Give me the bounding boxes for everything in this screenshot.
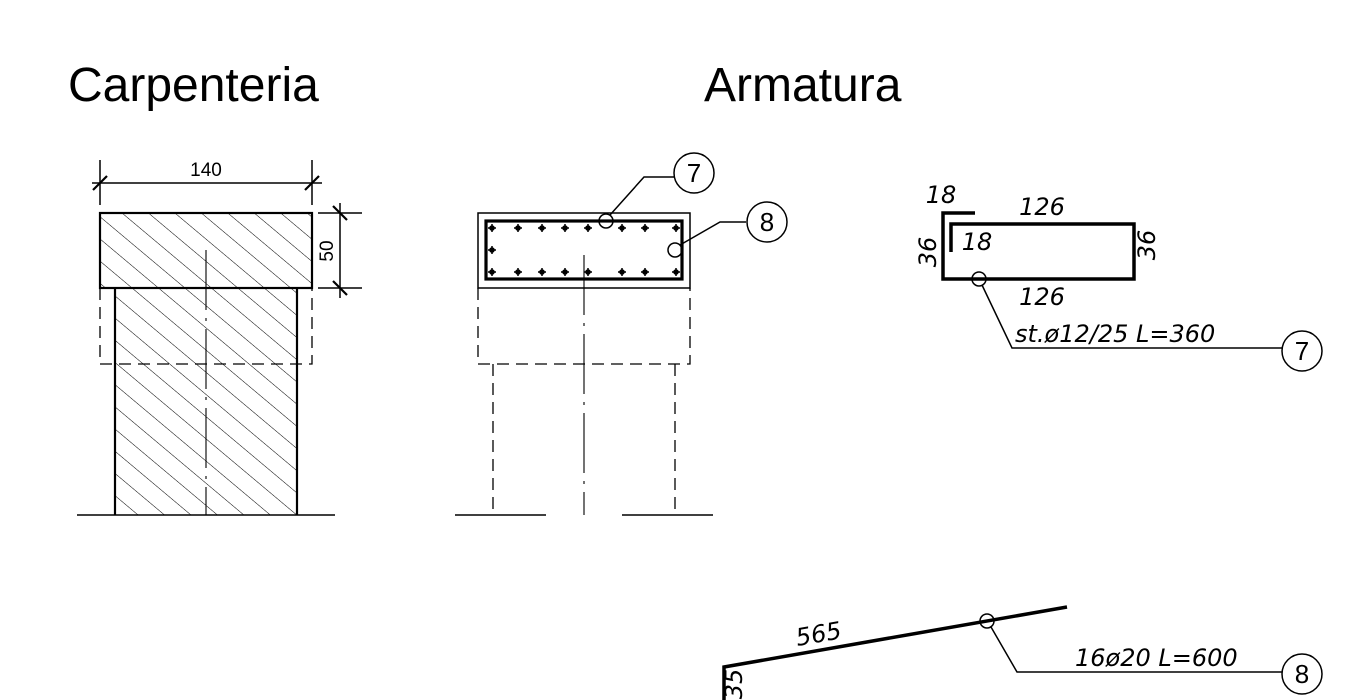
dim-tick <box>92 175 108 191</box>
bar-leader-line <box>679 221 746 246</box>
bar-leader-anchor <box>667 242 683 258</box>
height-dim-label: 50 <box>317 240 338 261</box>
stirrup-leader-line <box>609 176 674 216</box>
mark-8-balloon <box>746 201 788 243</box>
mark-7-balloon-detail <box>1281 330 1323 372</box>
stirrup-spec-leader <box>981 284 1283 349</box>
stirrup-spec-anchor <box>971 271 987 287</box>
armatura-title: Armatura <box>704 59 902 112</box>
bar-spec-anchor <box>979 613 995 629</box>
carpenteria-section: 140 50 <box>77 160 362 516</box>
stirrup-hook-len: 18 <box>926 181 957 209</box>
mark-7-detail-label: 7 <box>1295 336 1309 366</box>
stirrup-bottom-len: 126 <box>1019 283 1065 311</box>
dim-tick <box>304 175 320 191</box>
mark-7-label: 7 <box>687 158 701 188</box>
dim-tick <box>332 280 348 296</box>
stirrup-spec: st.ø12/25 L=360 <box>1015 320 1215 348</box>
stirrup-shape <box>941 211 1136 281</box>
column-hatch <box>115 288 297 515</box>
bar-spec-leader <box>990 626 1282 673</box>
mark-7-balloon <box>673 152 715 194</box>
bar-spec: 16ø20 L=600 <box>1075 644 1238 672</box>
stirrup-leader-anchor <box>598 213 614 229</box>
stirrup-left-height: 36 <box>914 237 942 268</box>
mark-8-detail-label: 8 <box>1295 659 1309 689</box>
width-dim-label: 140 <box>190 160 222 181</box>
bar-leg: 35 <box>720 669 748 700</box>
rebar-crosses <box>488 224 680 276</box>
dim-tick <box>332 205 348 221</box>
carpenteria-title: Carpenteria <box>68 59 319 112</box>
mark-8-label: 8 <box>760 207 774 237</box>
bar-detail: 565 35 16ø20 L=600 8 <box>720 605 1323 700</box>
stirrup-top-len: 126 <box>1019 193 1065 221</box>
stirrup-detail: 18 126 18 36 36 126 st.ø12/25 L=360 7 <box>914 181 1323 372</box>
mark-8-balloon-detail <box>1281 653 1323 695</box>
bar-shape <box>722 605 1068 700</box>
stirrup-hook-inner: 18 <box>962 228 993 256</box>
armatura-section: 7 8 <box>455 152 788 516</box>
stirrup-right-height: 36 <box>1133 230 1161 261</box>
